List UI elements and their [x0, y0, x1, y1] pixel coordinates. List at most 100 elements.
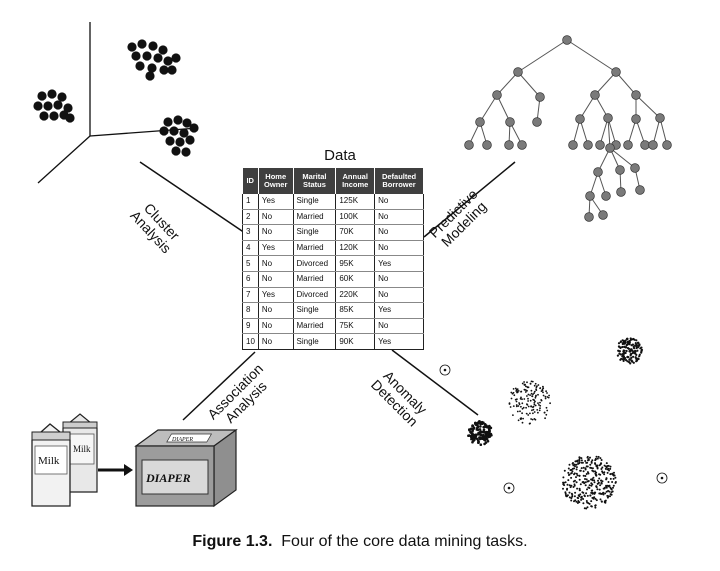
anomaly-point: [534, 395, 537, 398]
anomaly-point: [591, 467, 594, 470]
table-header-cell: ID: [242, 168, 259, 194]
anomaly-point: [585, 507, 588, 510]
anomaly-point: [594, 504, 597, 507]
cluster-point: [65, 113, 75, 123]
anomaly-point: [510, 397, 513, 400]
tree-node: [475, 117, 485, 127]
anomaly-point: [590, 461, 593, 464]
anomaly-point: [548, 394, 550, 397]
anomaly-point: [585, 478, 588, 481]
anomaly-point: [521, 421, 524, 424]
anomaly-point: [526, 389, 528, 392]
tree-node: [648, 140, 658, 150]
anomaly-point: [587, 458, 590, 461]
anomaly-point: [533, 402, 536, 404]
anomaly-point: [633, 347, 636, 350]
anomaly-point: [546, 396, 549, 398]
anomaly-point: [598, 492, 601, 495]
tree-edge: [607, 117, 611, 149]
anomaly-point: [516, 410, 519, 413]
anomaly-point: [529, 399, 532, 402]
table-header-cell: Annual Income: [335, 168, 376, 194]
table-cell: 9: [242, 318, 259, 335]
anomaly-point: [625, 349, 628, 353]
anomaly-point: [595, 499, 598, 502]
tree-node: [601, 191, 611, 201]
anomaly-point: [623, 349, 626, 352]
anomaly-point: [575, 463, 578, 466]
anomaly-point: [542, 385, 544, 388]
anomaly-point: [539, 407, 541, 410]
tree-node: [655, 113, 665, 123]
anomaly-point: [573, 500, 575, 503]
anomaly-point: [625, 346, 628, 349]
cluster-point: [57, 92, 67, 102]
anomaly-point: [514, 387, 517, 390]
anomaly-point: [621, 345, 624, 349]
anomaly-point: [585, 500, 588, 502]
anomaly-point: [529, 394, 531, 396]
anomaly-point: [623, 356, 626, 359]
anomaly-point: [515, 405, 518, 408]
cluster-point: [47, 89, 57, 99]
tree-edge: [566, 39, 617, 73]
tree-node: [568, 140, 578, 150]
anomaly-point: [610, 488, 613, 491]
tree-node: [631, 114, 641, 124]
diaper-label: DIAPER: [145, 471, 191, 485]
anomaly-point: [470, 437, 473, 441]
table-cell: No: [258, 255, 294, 272]
anomaly-point: [476, 425, 480, 429]
anomaly-point: [576, 502, 579, 504]
anomaly-point: [529, 382, 532, 385]
anomaly-point: [605, 466, 608, 469]
table-cell: 220K: [335, 287, 376, 304]
anomaly-point: [570, 484, 573, 487]
decision-tree-nodes: [464, 35, 672, 222]
anomaly-point: [635, 360, 638, 363]
cluster-point: [163, 117, 173, 127]
anomaly-point: [628, 342, 631, 345]
anomaly-point: [605, 462, 608, 465]
anomaly-point: [532, 412, 534, 415]
anomaly-point: [574, 491, 577, 494]
anomaly-point: [482, 428, 486, 432]
anomaly-point: [517, 419, 520, 422]
anomaly-point: [590, 500, 593, 503]
spoke-predictive: [423, 161, 516, 238]
anomaly-point: [470, 434, 473, 438]
anomaly-point: [527, 405, 530, 408]
anomaly-point: [521, 402, 524, 405]
anomaly-point: [594, 497, 597, 500]
anomaly-point: [566, 487, 569, 490]
table-cell: No: [258, 302, 294, 319]
anomaly-point: [578, 474, 581, 477]
anomaly-point: [590, 484, 593, 487]
anomaly-point: [476, 433, 480, 436]
anomaly-point: [592, 476, 595, 479]
anomaly-point: [601, 470, 604, 473]
anomaly-point: [531, 395, 534, 398]
anomaly-point: [575, 500, 578, 503]
anomaly-point: [471, 424, 475, 428]
anomaly-point: [596, 467, 599, 470]
anomaly-point: [533, 418, 536, 420]
anomaly-point: [534, 404, 537, 407]
tree-node: [662, 140, 672, 150]
anomaly-point: [567, 479, 570, 482]
anomaly-point: [533, 411, 536, 413]
anomaly-point: [584, 478, 586, 480]
anomaly-point: [563, 469, 566, 472]
anomaly-point: [586, 506, 589, 509]
anomaly-point: [635, 339, 638, 342]
anomaly-point: [608, 490, 611, 493]
cluster-point: [127, 42, 137, 52]
anomaly-point: [476, 428, 480, 432]
anomaly-point: [595, 486, 598, 489]
anomaly-point: [592, 470, 595, 473]
table-header-cell: Home Owner: [258, 168, 294, 194]
anomaly-point: [482, 433, 485, 437]
